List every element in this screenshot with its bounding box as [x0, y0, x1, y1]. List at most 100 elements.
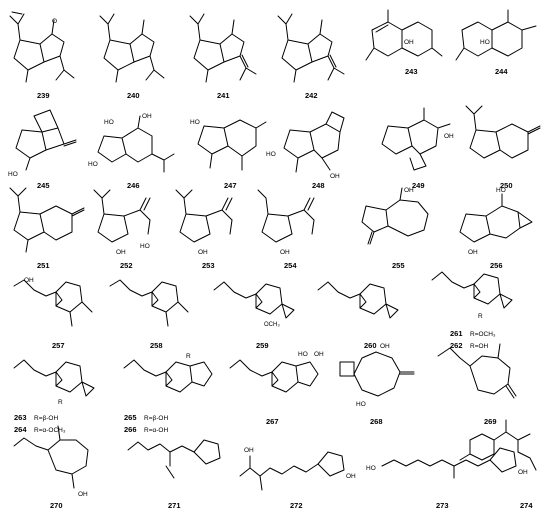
- compound-label: 260: [364, 341, 377, 350]
- compound-label: 241: [217, 91, 230, 100]
- r-group-annotation: R=OCH₃: [470, 331, 496, 338]
- hydroxyl-label: OH: [78, 491, 88, 498]
- compound-label: 254: [284, 261, 297, 270]
- compound-241-structure: [189, 13, 257, 83]
- compound-label: 246: [127, 181, 140, 190]
- compound-label: 268: [370, 417, 383, 426]
- compound-261-262-structure: R: [431, 271, 513, 320]
- compound-label: 259: [256, 341, 269, 350]
- hydroxyl-label: OH: [280, 249, 290, 256]
- compound-label: 242: [305, 91, 318, 100]
- compound-256-structure: HO OH: [459, 187, 533, 256]
- compound-label: 257: [52, 341, 65, 350]
- compound-label: 252: [120, 261, 133, 270]
- compound-label: 240: [127, 91, 140, 100]
- r-group-label: R: [186, 353, 191, 360]
- compound-263-264-structure: R: [13, 359, 95, 406]
- compound-273-structure: HO OH: [366, 447, 528, 479]
- compound-label: 249: [412, 181, 425, 190]
- compound-label: 274: [520, 501, 533, 510]
- hydroxyl-label: HO: [8, 171, 18, 178]
- r-group-annotation: R=α-OH: [144, 427, 168, 434]
- compound-label: 266: [124, 425, 137, 434]
- ring-oxygen-label: O: [52, 18, 57, 25]
- compound-label: 250: [500, 181, 513, 190]
- hydroxyl-label: HO: [104, 119, 114, 126]
- compound-271-structure: [127, 439, 221, 479]
- hydroxyl-label: OH: [24, 277, 34, 284]
- compound-label: 264: [14, 425, 27, 434]
- compound-250-structure: [465, 105, 541, 159]
- compound-label: 239: [37, 91, 50, 100]
- compound-label: 262: [450, 341, 463, 350]
- compound-259-structure: OCH₃: [213, 281, 295, 328]
- r-group-annotation: R=β-OH: [34, 415, 58, 422]
- compound-label: 255: [392, 261, 405, 270]
- compound-label: 261: [450, 329, 463, 338]
- compound-270-structure: OH: [13, 425, 89, 498]
- compound-251-structure: [9, 187, 85, 253]
- compound-268-structure: OH HO: [339, 343, 415, 408]
- compound-258-structure: [109, 279, 189, 327]
- compound-254-structure: OH: [257, 189, 315, 256]
- compound-label: 271: [168, 501, 181, 510]
- compound-label: 273: [436, 501, 449, 510]
- hydroxyl-label: OH: [468, 249, 478, 256]
- compound-255-structure: OH: [361, 187, 429, 245]
- r-group-label: R: [478, 313, 483, 320]
- compound-246-structure: HO OH HO: [88, 113, 175, 173]
- hydroxyl-label: OH: [404, 39, 414, 46]
- compound-257-structure: OH: [13, 277, 93, 327]
- hydroxyl-label: OH: [142, 113, 152, 120]
- hydroxyl-label: HO: [140, 243, 150, 250]
- hydroxyl-label: OH: [314, 351, 324, 358]
- r-group-annotation: R=α-OCH₃: [34, 427, 66, 434]
- compound-274-structure: [459, 419, 537, 471]
- hydroxyl-label: HO: [356, 401, 366, 408]
- hydroxyl-label: OH: [380, 343, 390, 350]
- compound-label: 270: [50, 501, 63, 510]
- compound-label: 258: [150, 341, 163, 350]
- compound-label: 248: [312, 181, 325, 190]
- hydroxyl-label: HO: [480, 39, 490, 46]
- compound-245-structure: HO: [8, 109, 77, 178]
- compound-243-structure: OH: [365, 9, 443, 61]
- compound-244-structure: HO: [455, 9, 537, 61]
- hydroxyl-label: HO: [266, 151, 276, 158]
- compound-label: 251: [37, 261, 50, 270]
- compound-label: 256: [490, 261, 503, 270]
- compound-numbers: 239 240 241 242 243 244 245 246 247 248 …: [14, 67, 533, 510]
- hydroxyl-label: OH: [444, 133, 454, 140]
- hydroxyl-label: OH: [404, 187, 414, 194]
- compound-269-structure: [437, 343, 517, 399]
- r-group-annotation: R=β-OH: [144, 415, 168, 422]
- hydroxyl-label: HO: [88, 161, 98, 168]
- hydroxyl-label: HO: [366, 465, 376, 472]
- substituent-legends: R=OCH₃ R=OH R=β-OH R=α-OCH₃ R=β-OH R=α-O…: [34, 331, 496, 434]
- compound-239-structure: O: [9, 11, 75, 83]
- compound-267-structure: HO OH: [229, 351, 324, 393]
- r-group-annotation: R=OH: [470, 343, 489, 350]
- hydroxyl-label: OH: [330, 173, 340, 180]
- hydroxyl-label: HO: [298, 351, 308, 358]
- compound-label: 265: [124, 413, 137, 422]
- compound-label: 253: [202, 261, 215, 270]
- compound-249-structure: OH: [381, 107, 454, 171]
- compound-label: 247: [224, 181, 237, 190]
- compound-label: 243: [405, 67, 418, 76]
- compound-265-266-structure: R: [123, 353, 213, 393]
- compound-242-structure: [277, 13, 345, 83]
- compound-label: 272: [290, 501, 303, 510]
- compound-240-structure: [99, 13, 165, 83]
- hydroxyl-label: OH: [346, 473, 356, 480]
- r-group-label: R: [58, 399, 63, 406]
- compound-253-structure: OH: [175, 189, 233, 256]
- compound-248-structure: HO OH: [266, 111, 345, 180]
- hydroxyl-label: HO: [190, 119, 200, 126]
- compound-label: 267: [266, 417, 279, 426]
- compound-247-structure: HO: [190, 119, 267, 171]
- hydroxyl-label: OH: [198, 249, 208, 256]
- hydroxyl-label: HO: [496, 187, 506, 194]
